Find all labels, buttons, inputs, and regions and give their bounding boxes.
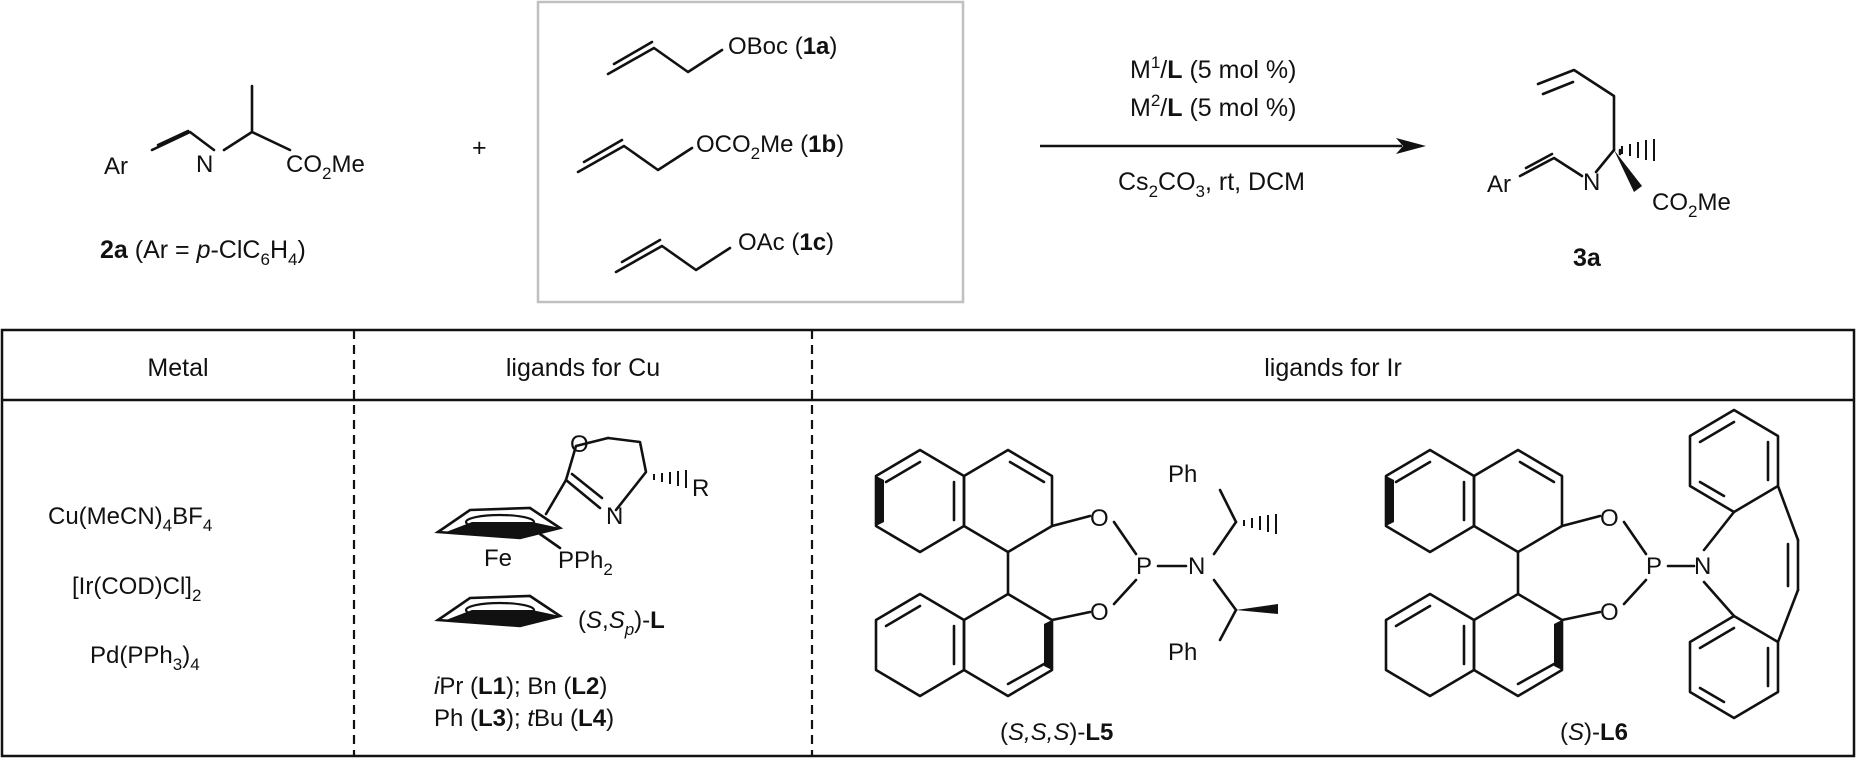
ligand-table [0,328,1856,758]
conditions-line-1: M1/L (5 mol %) [1130,53,1296,84]
metal-ir-salt: [Ir(COD)Cl]2 [72,573,201,605]
svg-text:CO2Me: CO2Me [1652,189,1731,221]
header-ligands-cu: ligands for Cu [506,354,660,382]
svg-text:Ph: Ph [1168,461,1197,488]
svg-text:O: O [1600,505,1619,532]
metal-cu-salt: Cu(MeCN)4BF4 [48,503,212,535]
ir-ligand-l5-structure: O O P N Ph Ph (S,S,S)-L5 [874,448,1278,746]
metal-pd-salt: Pd(PPh3)4 [90,642,200,674]
cu-ligand-structure: O N R Fe PPh2 (S,Sp)-L iPr (L1); Bn (L2)… [434,431,709,732]
svg-text:O: O [1090,599,1109,626]
compound-label-2a: 2a (Ar = p-ClC6H4) [100,236,306,269]
allyl-substrate-box [536,0,965,304]
allyl-acetate-1c: OAc (1c) [614,229,834,274]
plus-sign: + [472,134,487,162]
imine-n-atom: N [196,151,213,178]
conditions-line-2: M2/L (5 mol %) [1130,91,1296,122]
reaction-arrow [1040,138,1426,154]
svg-text:N: N [606,503,623,530]
svg-text:N: N [1583,169,1600,196]
svg-text:P: P [1646,553,1662,580]
svg-text:Ar: Ar [1487,171,1511,198]
svg-text:O: O [1090,505,1109,532]
svg-text:Fe: Fe [484,545,512,572]
ir-ligand-l6-structure: O O P N (S)-L6 [1384,408,1800,746]
svg-text:O: O [570,431,589,458]
compound-label-3a: 3a [1573,244,1602,272]
svg-text:N: N [1694,553,1711,580]
allyl-carbonate-1a: OBoc (1a) [606,33,837,76]
header-metal: Metal [147,354,208,382]
allyl-carbonate-1b: OCO2Me (1b) [576,131,844,174]
svg-text:OCO2Me (1b): OCO2Me (1b) [696,131,844,163]
imine-ar-atom: Ar [104,153,128,180]
svg-text:O: O [1600,599,1619,626]
product-3a-structure: Ar N CO2Me 3a [1487,68,1731,272]
cu-ligand-variants-1: iPr (L1); Bn (L2) [434,673,607,700]
conditions-line-3: Cs2CO3, rt, DCM [1118,168,1305,201]
header-ligands-ir: ligands for Ir [1264,354,1402,382]
cu-ligand-variants-2: Ph (L3); tBu (L4) [434,705,614,732]
svg-text:P: P [1136,553,1152,580]
imine-2a-structure: Ar N CO2Me 2a (Ar = p-ClC6H4) [100,84,365,269]
svg-text:R: R [692,475,709,502]
ir-ligand-l5-name: (S,S,S)-L5 [1000,719,1113,746]
svg-text:N: N [1188,553,1205,580]
svg-text:Ph: Ph [1168,639,1197,666]
svg-text:OBoc (1a): OBoc (1a) [728,33,837,60]
svg-text:OAc (1c): OAc (1c) [738,229,834,256]
imine-ester-group: CO2Me [286,151,365,183]
svg-text:PPh2: PPh2 [558,547,613,579]
cu-ligand-name: (S,Sp)-L [578,607,665,639]
ir-ligand-l6-name: (S)-L6 [1560,719,1628,746]
